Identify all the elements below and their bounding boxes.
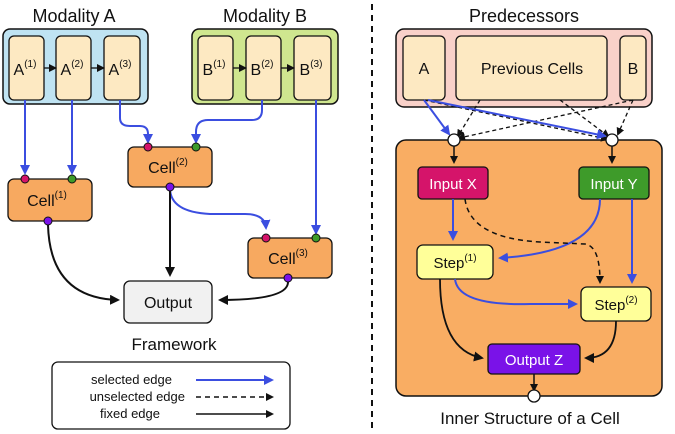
step-2-node[interactable]: Step(2) [580,286,652,322]
edge-cell1-output [47,224,120,305]
svg-text:Input X: Input X [429,176,477,193]
svg-text:A(2): A(2) [61,59,84,79]
svg-text:Cell(1): Cell(1) [27,190,67,210]
cell1-input-port-magenta [20,174,30,184]
junction-y [605,133,619,147]
cell2-output-port [165,182,175,192]
modality-b-node-3[interactable]: B(3) [293,35,332,101]
step-1-node[interactable]: Step(1) [416,244,494,280]
output-node[interactable]: Output [123,280,213,324]
edge-a-y-selected [427,99,607,140]
edge-cell3-output [218,281,289,305]
edge-step2-outputz [584,320,617,363]
svg-text:Output Z: Output Z [505,352,563,369]
svg-text:A(1): A(1) [14,59,37,79]
predecessors-title: Predecessors [469,6,579,26]
predecessor-a[interactable]: A [402,35,446,101]
edge-cell2-cell3 [169,187,271,230]
cell-3[interactable]: Cell(3) [247,237,333,279]
edge-b2-cell2 [191,100,263,144]
cell-1[interactable]: Cell(1) [7,178,93,222]
cell1-input-port-green [67,174,77,184]
input-x-node[interactable]: Input X [417,166,489,200]
junction-x [447,133,461,147]
svg-text:B: B [628,61,639,78]
svg-text:Step(1): Step(1) [433,253,476,272]
svg-text:B(3): B(3) [300,59,323,79]
edge-a-y-dashed [423,99,609,142]
edge-x-step2-dashed [464,198,604,284]
svg-text:A(3): A(3) [109,59,132,79]
legend-selected-label: selected edge [91,372,172,387]
modality-a-node-2[interactable]: A(2) [55,35,92,101]
inner-structure-caption: Inner Structure of a Cell [440,409,620,428]
cell2-input-port-magenta [143,142,153,152]
edge-step1-step2 [454,278,578,309]
modality-a-node-1[interactable]: A(1) [8,35,45,101]
legend-unselected-label: unselected edge [90,389,185,404]
edge-a3-cell2 [119,100,153,144]
edge-b-y-dashed [616,99,634,136]
svg-text:B(1): B(1) [203,59,226,79]
edge-b-x-dashed [457,99,634,141]
svg-text:B(2): B(2) [251,59,274,79]
predecessor-b[interactable]: B [619,35,647,101]
legend-fixed-label: fixed edge [100,406,160,421]
modality-b-node-1[interactable]: B(1) [197,35,234,101]
edge-step1-outputz [439,278,484,362]
output-z-node[interactable]: Output Z [487,343,581,375]
edge-a-x-selected [423,99,451,136]
cell3-input-port-magenta [261,233,271,243]
cell-2[interactable]: Cell(2) [127,146,213,188]
modality-b-title: Modality B [223,6,307,26]
input-y-node[interactable]: Input Y [578,166,650,200]
svg-text:Step(2): Step(2) [594,295,637,314]
exit-junction [527,389,541,403]
svg-text:A: A [419,61,430,78]
svg-text:Previous Cells: Previous Cells [481,61,583,78]
legend-box [51,361,291,430]
modality-a-title: Modality A [32,6,115,26]
edge-y-step1 [498,198,601,263]
cell1-output-port [43,216,53,226]
svg-text:Cell(2): Cell(2) [148,157,188,177]
cell3-output-port [283,273,293,283]
svg-text:Input Y: Input Y [590,176,637,193]
modality-a-node-3[interactable]: A(3) [103,35,141,101]
svg-text:Cell(3): Cell(3) [268,248,308,268]
modality-b-node-2[interactable]: B(2) [245,35,282,101]
predecessor-previous-cells[interactable]: Previous Cells [455,35,608,101]
cell2-input-port-green [191,142,201,152]
svg-text:Output: Output [144,295,193,312]
cell3-input-port-green [311,233,321,243]
framework-caption: Framework [131,335,217,354]
edge-prev-x-dashed [456,99,481,138]
